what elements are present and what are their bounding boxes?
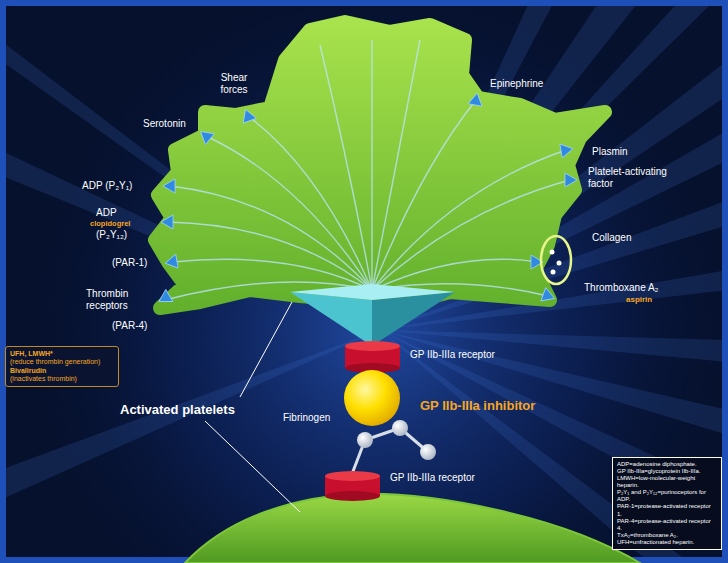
drug-note: (reduce thrombin generation) [10, 358, 114, 366]
stimulus-label: Thromboxane A₂ [584, 282, 658, 294]
gp-receptor-cylinder [345, 341, 400, 373]
drug-label: GP IIb-IIIa inhibitor [420, 398, 535, 414]
drug-box: UFH, LMWH*(reduce thrombin generation)Bi… [5, 346, 119, 387]
signal-funnel [290, 284, 455, 346]
activated-platelet [155, 22, 605, 308]
receptor-label: Thrombin receptors [86, 288, 140, 312]
receptor-label: (P₂Y₁₂) [96, 229, 127, 241]
molecule-label: Fibrinogen [283, 412, 330, 424]
receptor-triangles [155, 92, 577, 308]
drug-note: Bivalirudin [10, 367, 114, 375]
receptor-label: ADP (P₂Y₁) [82, 180, 132, 192]
abbreviation-text: UFH=unfractionated heparin. [617, 539, 717, 546]
stimulus-label: Platelet-activating factor [588, 166, 684, 190]
abbreviation-text: LMWH=low-molecular-weight heparin. [617, 475, 717, 489]
drug-label: aspirin [626, 295, 652, 305]
abbreviation-text: ADP=adenosine diphosphate. [617, 461, 717, 468]
abbreviation-box: ADP=adenosine diphosphate.GP IIb-IIIa=gl… [612, 457, 722, 550]
abbreviation-text: TxA₂=thromboxane A₂. [617, 532, 717, 539]
drug-note: (inactivates thrombin) [10, 375, 114, 383]
drug-label: clopidogrel [90, 219, 130, 228]
stimulus-label: Serotonin [143, 118, 186, 130]
drug-note: UFH, LMWH* [10, 350, 114, 358]
receptor-label: ADP [96, 207, 117, 219]
stimulus-label: Shear forces [212, 72, 256, 96]
stimulus-label: Collagen [592, 232, 631, 244]
receptor-label: GP IIb-IIIa receptor [390, 472, 475, 484]
abbreviation-text: P₂Y₁ and P₂Y₁₂=purinoceptors for ADP. [617, 489, 717, 503]
stimulus-label: Plasmin [592, 146, 628, 158]
abbreviation-text: PAR-1=protease-activated receptor 1. [617, 503, 717, 517]
stimulus-label: Epinephrine [490, 78, 543, 90]
gp-receptor-cylinder [325, 471, 380, 501]
fibrinogen-molecule [352, 420, 436, 474]
receptor-label: GP IIb-IIIa receptor [410, 349, 495, 361]
abbreviation-text: GP IIb-IIIa=glycoprotein IIb-IIIa. [617, 468, 717, 475]
signal-lines [165, 40, 570, 300]
collagen-fiber [541, 236, 571, 284]
platelet-label: Activated platelets [120, 402, 235, 418]
receptor-label: (PAR-1) [112, 257, 147, 269]
abbreviation-text: PAR-4=protease-activated receptor 4. [617, 518, 717, 532]
lower-platelet [185, 494, 640, 563]
frame [3, 3, 725, 560]
receptor-label: (PAR-4) [112, 320, 147, 332]
inhibitor-sphere [344, 370, 400, 426]
